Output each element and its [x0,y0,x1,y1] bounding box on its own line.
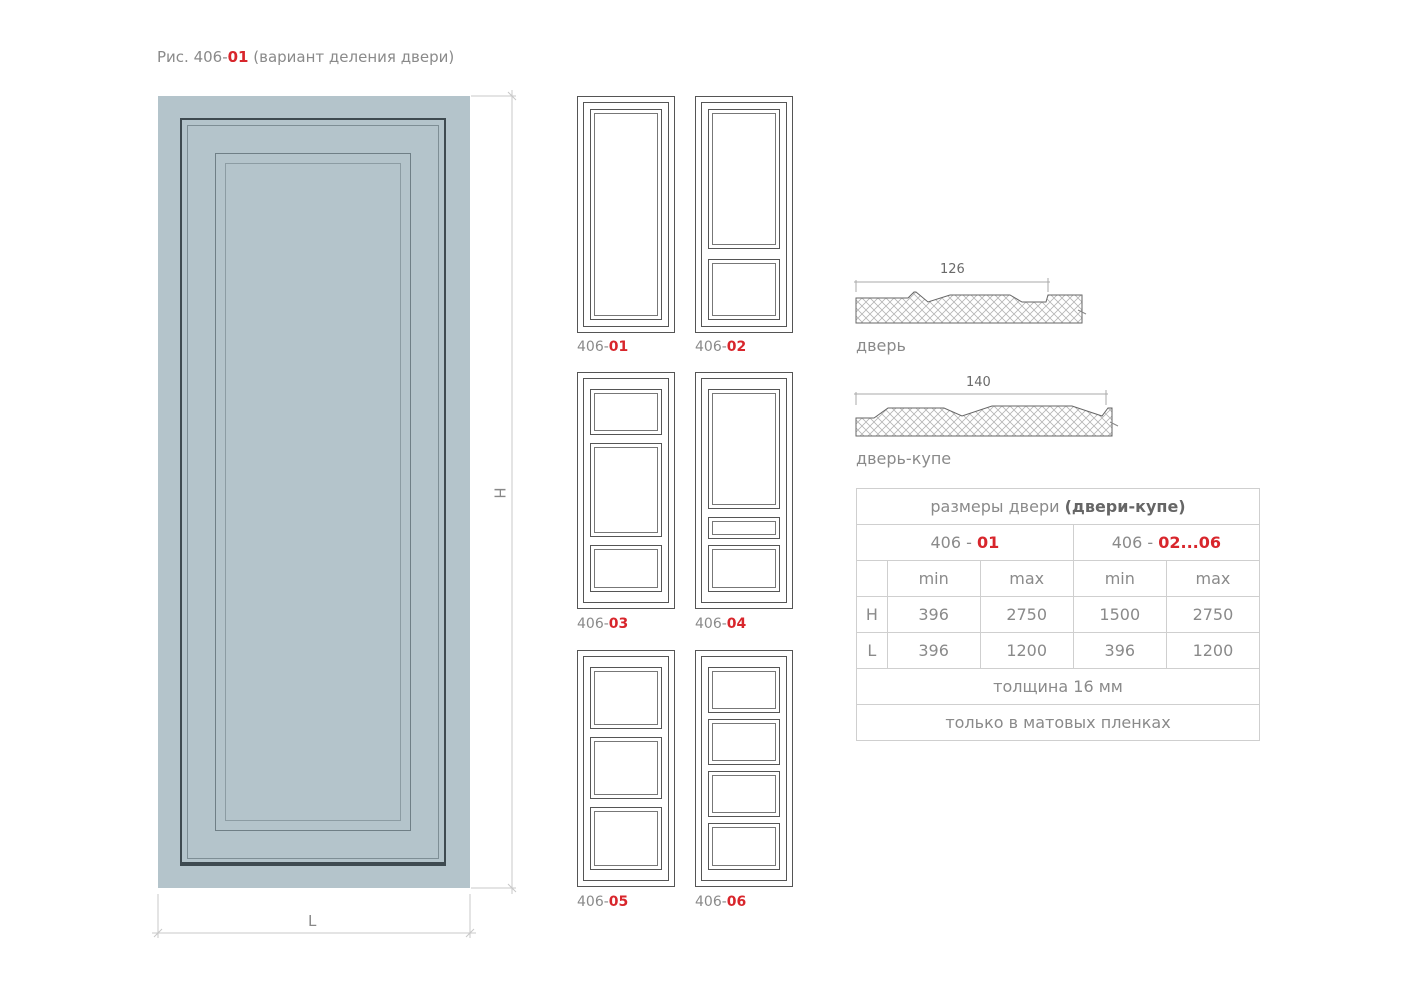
profile-label-door: дверь [856,336,906,355]
door-panel [708,389,780,509]
col-min: min [1072,560,1167,597]
profile-label-coupe: дверь-купе [856,449,952,468]
variant-406-03[interactable] [577,372,675,609]
door-panel [708,823,780,870]
door-illustration [158,96,470,888]
table-row: L 396 1200 396 1200 [856,632,1261,669]
dimension-lines [152,90,517,938]
col-max: max [1165,560,1261,597]
row-label: L [856,632,888,669]
variant-406-01[interactable] [577,96,675,333]
door-panel [590,807,662,870]
door-panel [590,443,662,537]
profile-drawings [854,278,1119,437]
variant-label: 406-05 [577,894,629,910]
door-panel [708,109,780,249]
col-max: max [979,560,1074,597]
door-panel [590,545,662,592]
door-profile [854,278,1087,324]
row-label: H [856,596,888,633]
col-min: min [886,560,981,597]
figure-title: Рис. 406-01 (вариант деления двери) [157,48,455,66]
door-panel-frame [215,153,411,831]
door-panel [590,389,662,435]
group-header-02-06: 406 - 02...06 [1072,524,1261,561]
group-header-01: 406 - 01 [856,524,1074,561]
table-title: размеры двери (двери-купе) [856,488,1260,525]
variant-406-02[interactable] [695,96,793,333]
variant-406-04[interactable] [695,372,793,609]
table-row: min max min max [856,560,1261,597]
door-panel [225,163,401,821]
door-panel [708,259,780,320]
door-panel [590,667,662,729]
variant-label: 406-01 [577,339,629,355]
door-sizes-table: размеры двери (двери-купе) 406 - 01 406 … [856,488,1261,741]
variant-label: 406-04 [695,616,747,632]
door-frame-bevel [187,125,439,859]
height-label: H [490,487,509,499]
variant-406-05[interactable] [577,650,675,887]
variant-406-06[interactable] [695,650,793,887]
variant-label: 406-02 [695,339,747,355]
variant-label: 406-03 [577,616,629,632]
door-outer-frame [180,118,446,866]
profile-width-126: 126 [940,262,965,277]
door-panel [708,719,780,765]
door-panel [708,771,780,817]
door-panel [590,737,662,799]
coupe-door-profile [854,390,1119,437]
table-row: H 396 2750 1500 2750 [856,596,1261,633]
door-panel [708,667,780,713]
door-panel [708,517,780,539]
thickness-note: толщина 16 мм [856,668,1260,705]
variant-label: 406-06 [695,894,747,910]
finish-note: только в матовых пленках [856,704,1260,741]
width-label: L [308,912,317,930]
profile-width-140: 140 [966,375,991,390]
door-panel [590,109,662,320]
door-panel [708,545,780,592]
